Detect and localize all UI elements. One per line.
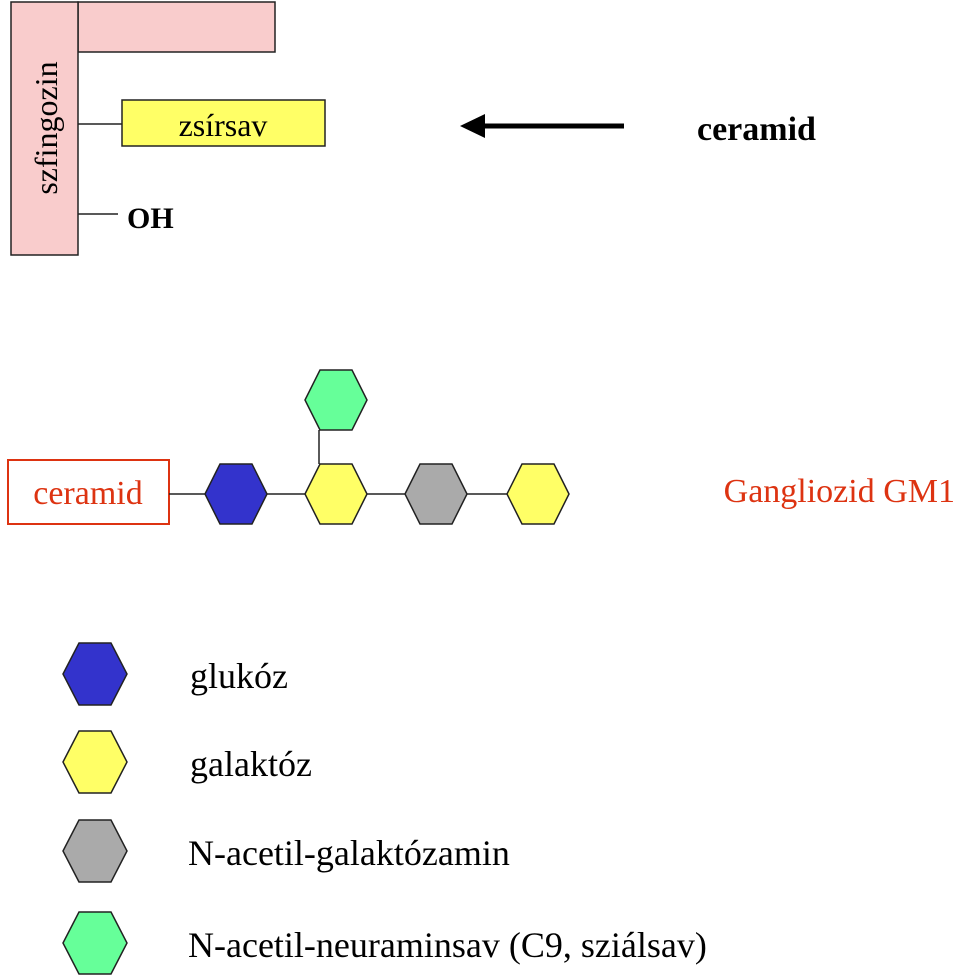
legend-sialic-acid-icon <box>62 911 128 975</box>
legend-label-galactose: galaktóz <box>190 744 312 784</box>
legend-label-sialic-acid: N-acetil-neuraminsav (C9, sziálsav) <box>188 925 707 965</box>
legend-galactose-icon <box>62 730 128 794</box>
glucose-hexagon <box>204 463 268 525</box>
sialic-acid-hexagon <box>304 369 368 431</box>
fatty-acid-label: zsírsav <box>179 107 268 143</box>
galactose-hexagon <box>304 463 368 525</box>
n-acetylgalactosamine-hexagon <box>404 463 468 525</box>
legend-label-n-acetylgalactosamine: N-acetil-galaktózamin <box>188 833 510 873</box>
legend-glucose-icon <box>62 642 128 706</box>
ceramide-anchor-label: ceramid <box>33 475 143 512</box>
sphingosine-horizontal-bar <box>77 1 276 53</box>
arrow-head <box>460 114 485 138</box>
fatty-acid-box <box>121 99 326 147</box>
ganglioside-gm1: ceramid Gangliozid GM1 <box>7 369 955 525</box>
legend: glukóz galaktóz N-acetil-galaktózamin N-… <box>62 642 707 975</box>
sphingosine-label: szfingozin <box>28 61 64 194</box>
legend-label-glucose: glukóz <box>190 656 288 696</box>
terminal-galactose-hexagon <box>506 463 570 525</box>
ceramide-structure: szfingozin zsírsav OH ceramid <box>10 1 816 256</box>
sphingosine-vertical-bar <box>10 1 79 256</box>
hydroxyl-label: OH <box>127 202 174 235</box>
legend-n-acetylgalactosamine-icon <box>62 819 128 883</box>
ceramide-anchor-box <box>7 459 170 525</box>
ganglioside-name: Gangliozid GM1 <box>724 473 955 510</box>
ceramide-result-label: ceramid <box>697 111 816 148</box>
